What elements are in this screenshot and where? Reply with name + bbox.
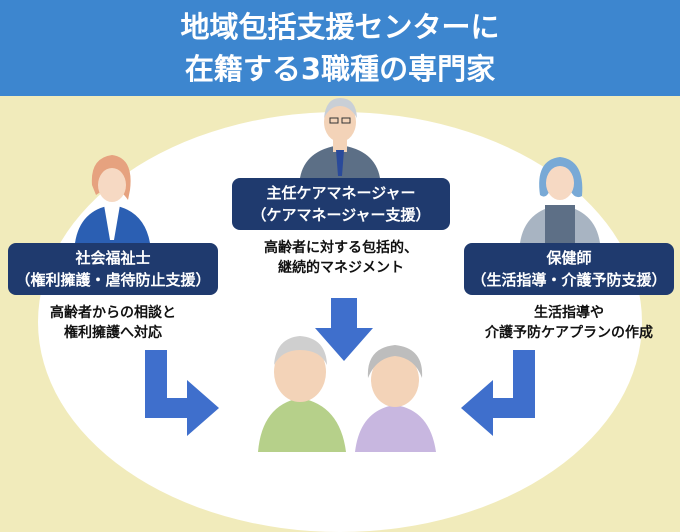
title-line-1: 地域包括支援センターに bbox=[180, 10, 500, 44]
title-banner: 地域包括支援センターに 在籍する3職種の専門家 bbox=[0, 0, 680, 96]
social-worker-figure-icon bbox=[75, 155, 150, 243]
care-manager-figure-icon bbox=[300, 98, 380, 178]
role-name: 主任ケアマネージャー bbox=[266, 184, 416, 202]
arrow-center-icon bbox=[315, 298, 373, 361]
desc-line: 高齢者からの相談と bbox=[50, 305, 176, 321]
elderly-couple-figure-icon bbox=[258, 336, 436, 452]
arrow-right-icon bbox=[461, 350, 535, 436]
desc-line: 介護予防ケアプランの作成 bbox=[485, 325, 653, 341]
social-worker-description: 高齢者からの相談と 権利擁護へ対応 bbox=[8, 303, 218, 343]
desc-line: 権利擁護へ対応 bbox=[64, 325, 162, 341]
desc-line: 継続的マネジメント bbox=[278, 260, 404, 276]
desc-line: 高齢者に対する包括的、 bbox=[264, 240, 418, 256]
care-manager-label-box: 主任ケアマネージャー （ケアマネージャー支援） bbox=[232, 178, 450, 230]
role-name: 保健師 bbox=[546, 249, 592, 267]
role-name: 社会福祉士 bbox=[75, 249, 151, 267]
role-sub: （ケアマネージャー支援） bbox=[251, 206, 431, 224]
social-worker-label-box: 社会福祉士 （権利擁護・虐待防止支援） bbox=[8, 243, 218, 295]
public-health-nurse-description: 生活指導や 介護予防ケアプランの作成 bbox=[464, 303, 674, 343]
title-line-2: 在籍する3職種の専門家 bbox=[184, 52, 496, 86]
arrow-left-icon bbox=[145, 350, 219, 436]
care-manager-description: 高齢者に対する包括的、 継続的マネジメント bbox=[222, 238, 460, 278]
role-sub: （権利擁護・虐待防止支援） bbox=[15, 271, 211, 289]
illustration-layer bbox=[75, 98, 600, 452]
public-health-nurse-label-box: 保健師 （生活指導・介護予防支援） bbox=[464, 243, 674, 295]
role-sub: （生活指導・介護予防支援） bbox=[471, 271, 667, 289]
desc-line: 生活指導や bbox=[534, 305, 604, 321]
public-health-nurse-figure-icon bbox=[520, 157, 600, 243]
